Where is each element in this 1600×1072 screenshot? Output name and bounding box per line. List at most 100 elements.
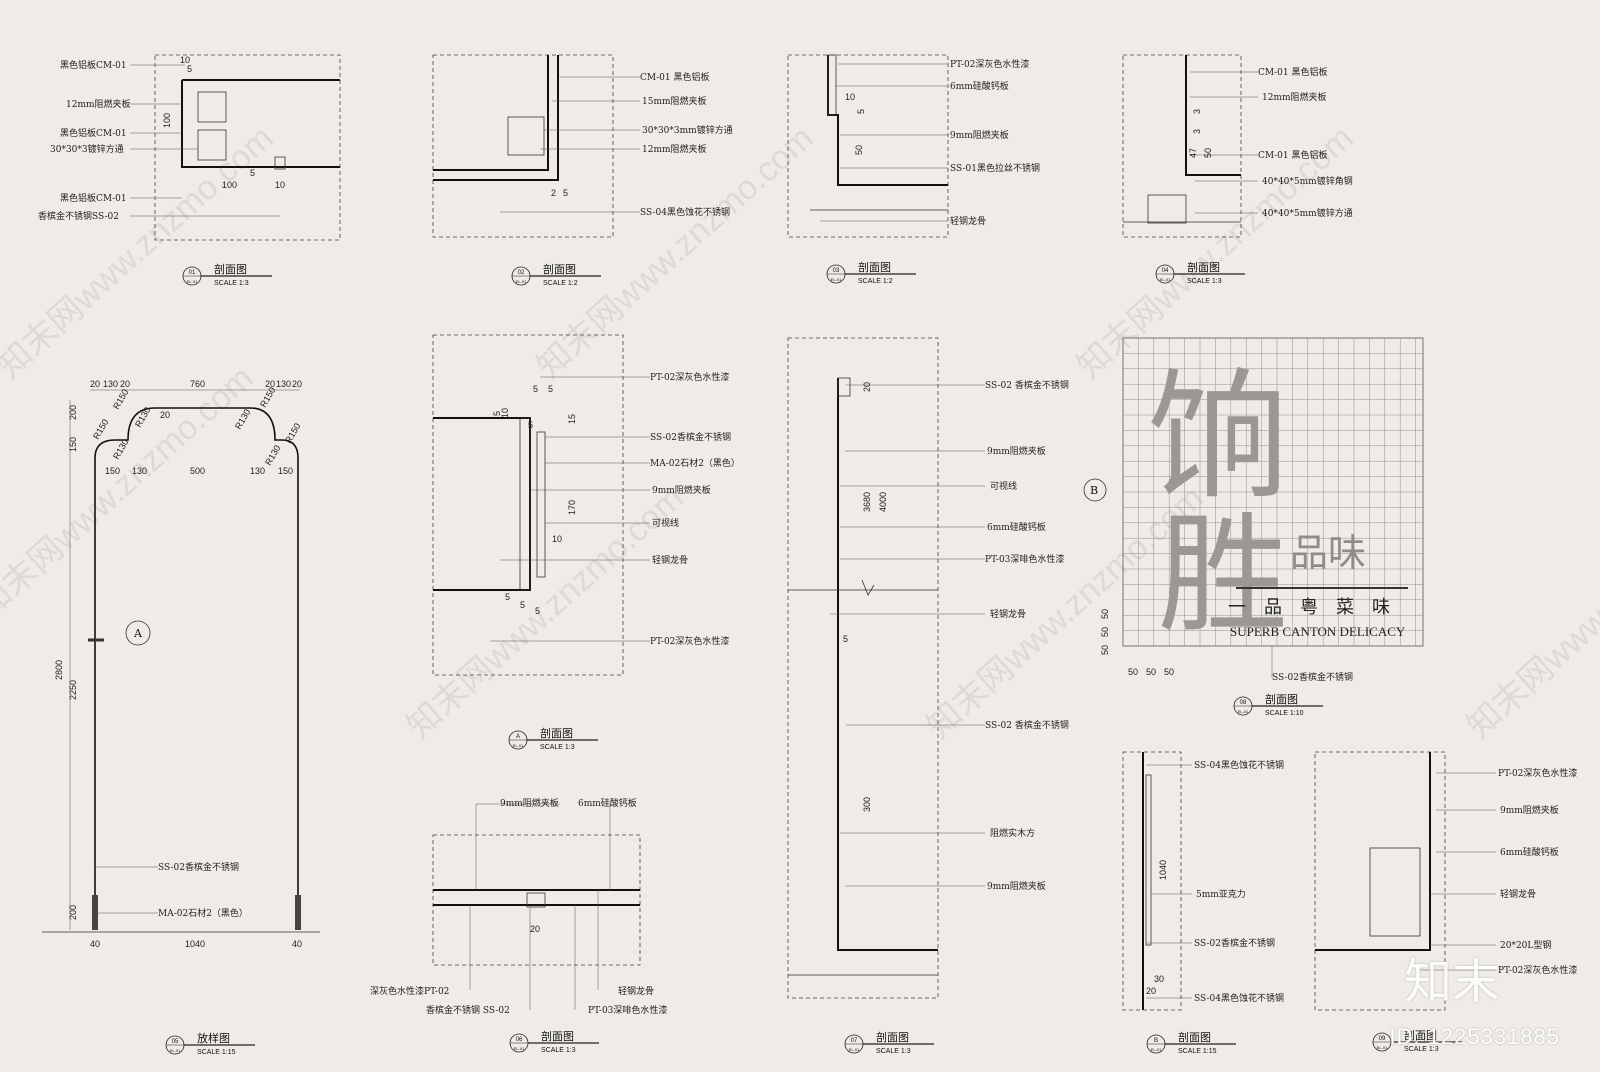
drawing-title: 剖面图	[1265, 692, 1298, 706]
material-label: 轻钢龙骨	[618, 985, 654, 997]
detail-03: PT-02深灰色水性漆 6mm硅酸钙板 9mm阻燃夹板 SS-01黑色拉丝不锈钢…	[787, 54, 1040, 238]
material-label: CM-01 黑色铝板	[1258, 66, 1327, 78]
dimension-text: 200	[68, 905, 78, 920]
callout-sheet: EL-01	[513, 743, 524, 748]
sign-char-1: 饷	[1148, 356, 1288, 519]
dimension-text: 5	[492, 411, 502, 416]
material-label: PT-03深啡色水性漆	[588, 1004, 667, 1016]
dimension-text: R130	[233, 407, 252, 431]
material-label: 可视线	[652, 517, 679, 529]
callout-sheet: EL-01	[1377, 1045, 1388, 1050]
watermarks: 知末网www.znzmo.com 知末网www.znzmo.com 知末网www…	[0, 119, 1600, 746]
callout-number: A	[516, 734, 520, 740]
callout-sheet: EL-01	[849, 1047, 860, 1052]
callout-sheet: EL-01	[831, 277, 842, 282]
drawing-scale: SCALE 1:3	[541, 1047, 576, 1054]
dimension-text: 3	[1192, 129, 1202, 134]
drawing-scale: SCALE 1:10	[1265, 710, 1304, 717]
section-marker-a: A	[133, 627, 143, 640]
dimension-text: 40	[90, 939, 100, 949]
dimension-text: 5	[505, 592, 510, 602]
material-label: PT-02深灰色水性漆	[650, 371, 729, 383]
dimension-text: 100	[222, 180, 237, 190]
material-label: 30*30*3镀锌方通	[50, 143, 124, 155]
material-label: CM-01 黑色铝板	[640, 71, 709, 83]
material-label: SS-02香槟金不锈钢	[650, 431, 731, 443]
callout-number: 02	[518, 270, 525, 276]
dimension-text: 3	[1192, 109, 1202, 114]
dimension-text: R150	[258, 385, 277, 409]
dimension-text: 2800	[54, 660, 64, 680]
dimension-text: 10	[552, 534, 562, 544]
detail-06: 9mm阻燃夹板 6mm硅酸钙板 深灰色水性漆PT-02 香槟金不锈钢 SS-02…	[370, 797, 667, 1016]
material-label: 9mm阻燃夹板	[500, 797, 559, 809]
material-label: SS-02 香槟金不锈钢	[985, 379, 1069, 391]
dimension-text: 5	[528, 420, 533, 430]
material-label: 黑色铝板CM-01	[60, 59, 127, 71]
material-label: SS-04黑色蚀花不锈钢	[1194, 759, 1284, 771]
dimension-text: 50	[1128, 667, 1138, 677]
dimension-text: 47	[1188, 148, 1198, 158]
dimension-text: 10	[845, 92, 855, 102]
drawing-scale: SCALE 1:3	[214, 280, 249, 287]
drawing-scale: SCALE 1:2	[543, 280, 578, 287]
dimension-text: 10	[275, 180, 285, 190]
dimension-text: 5	[563, 188, 568, 198]
callout-sheet: EL-01	[187, 279, 198, 284]
material-label: 9mm阻燃夹板	[1500, 804, 1559, 816]
dimension-text: R130	[263, 443, 282, 467]
drawing-title: 剖面图	[858, 260, 891, 274]
detail-a: PT-02深灰色水性漆 SS-02香槟金不锈钢 MA-02石材2（黑色） 9mm…	[432, 334, 740, 676]
watermark-text: 知末网www.znzmo.com	[0, 119, 281, 386]
material-label: MA-02石材2（黑色）	[650, 457, 740, 469]
section-marker-b: B	[1090, 484, 1098, 497]
drawing-title: 剖面图	[214, 262, 247, 276]
drawing-title: 剖面图	[1404, 1028, 1437, 1042]
dimension-text: 5	[548, 384, 553, 394]
callout-number: 04	[1162, 268, 1169, 274]
dimension-text: 5	[187, 64, 192, 74]
dimension-text: 20	[265, 379, 275, 389]
sign-char-2: 胜	[1158, 499, 1288, 651]
dimension-text: 5	[533, 384, 538, 394]
material-label: 12mm阻燃夹板	[66, 98, 131, 110]
dimension-text: 40	[292, 939, 302, 949]
material-label: SS-02香槟金不锈钢	[1272, 671, 1353, 683]
dimension-text: 20	[530, 924, 540, 934]
callout-number: 08	[1240, 700, 1247, 706]
material-label: PT-02深灰色水性漆	[1498, 767, 1577, 779]
material-label: 12mm阻燃夹板	[642, 143, 707, 155]
material-label: 可视线	[990, 480, 1017, 492]
material-label: 9mm阻燃夹板	[987, 880, 1046, 892]
dimension-text: 5	[856, 109, 866, 114]
callout-number: B	[1154, 1038, 1158, 1044]
sign-slogan-en: SUPERB CANTON DELICACY	[1230, 624, 1406, 639]
material-label: 30*30*3mm镀锌方通	[642, 124, 733, 136]
dimension-text: 50	[1100, 645, 1110, 655]
detail-08: B 饷 胜 品味 一品粤菜味 SUPERB CANTON DELICACY SS…	[1083, 337, 1424, 683]
drawing-scale: SCALE 1:3	[540, 744, 575, 751]
callout-number: 05	[172, 1039, 179, 1045]
dimension-text: 150	[68, 437, 78, 452]
dimension-text: 20	[292, 379, 302, 389]
callout-sheet: EL-01	[514, 1046, 525, 1051]
dimension-text: 50	[1164, 667, 1174, 677]
dimension-text: 200	[68, 405, 78, 420]
material-label: SS-02香槟金不锈钢	[1194, 937, 1275, 949]
drawing-title: 剖面图	[543, 262, 576, 276]
drawing-title: 剖面图	[876, 1030, 909, 1044]
dimension-text: 5	[843, 634, 848, 644]
dimension-text: 5	[535, 606, 540, 616]
dimension-text: 20	[862, 382, 872, 392]
callout-number: 01	[189, 270, 196, 276]
callout-sheet: EL-01	[516, 279, 527, 284]
dimension-text: 300	[862, 797, 872, 812]
dimension-text: 130	[276, 379, 291, 389]
dimension-text: 50	[1203, 148, 1213, 158]
material-label: 轻钢龙骨	[1500, 888, 1536, 900]
drawing-title: 放样图	[197, 1031, 230, 1045]
material-label: SS-02 香槟金不锈钢	[985, 719, 1069, 731]
